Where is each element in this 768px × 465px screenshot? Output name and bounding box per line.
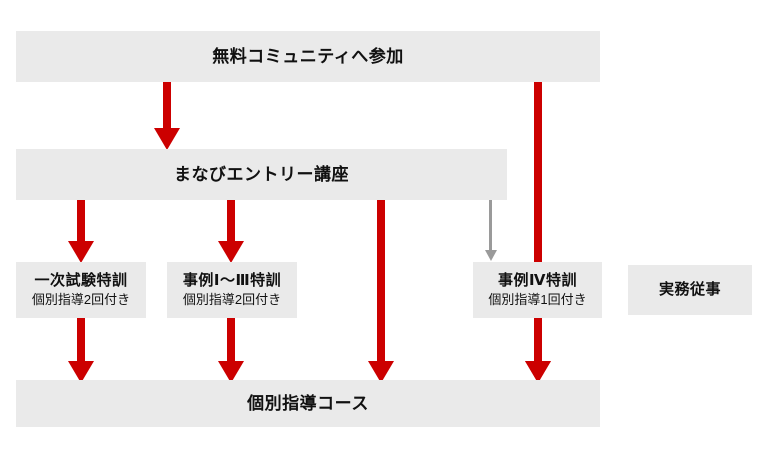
node-community[interactable]: 無料コミュニティへ参加 bbox=[16, 31, 600, 82]
node-community-title: 無料コミュニティへ参加 bbox=[212, 46, 404, 66]
node-practice-work-title: 実務従事 bbox=[658, 280, 721, 298]
node-cases-1-3-title: 事例Ⅰ～Ⅲ特訓 bbox=[182, 271, 282, 289]
node-primary-exam-subtitle: 個別指導2回付き bbox=[31, 292, 131, 308]
node-individual-course-title: 個別指導コース bbox=[247, 393, 369, 413]
node-case-4-subtitle: 個別指導1回付き bbox=[488, 292, 587, 308]
node-primary-exam[interactable]: 一次試験特訓 個別指導2回付き bbox=[16, 262, 146, 318]
node-individual-course[interactable]: 個別指導コース bbox=[16, 380, 600, 427]
arrow-entry-to-primary-exam bbox=[68, 200, 94, 263]
node-cases-1-3[interactable]: 事例Ⅰ～Ⅲ特訓 個別指導2回付き bbox=[167, 262, 297, 318]
arrow-community-to-entry bbox=[154, 82, 180, 150]
arrow-entry-to-cases-1-3 bbox=[218, 200, 244, 263]
node-cases-1-3-subtitle: 個別指導2回付き bbox=[182, 292, 282, 308]
node-primary-exam-title: 一次試験特訓 bbox=[34, 271, 128, 289]
node-entry-course-title: まなびエントリー講座 bbox=[174, 164, 349, 184]
arrow-entry-to-individual-course bbox=[368, 200, 394, 383]
arrow-case-4-to-individual-course bbox=[525, 318, 551, 383]
node-case-4-title: 事例Ⅳ特訓 bbox=[498, 271, 577, 289]
node-practice-work[interactable]: 実務従事 bbox=[628, 265, 752, 315]
arrow-cases-1-3-to-individual-course bbox=[218, 318, 244, 383]
arrow-primary-exam-to-individual-course bbox=[68, 318, 94, 383]
arrow-entry-to-case-4 bbox=[484, 200, 498, 261]
node-entry-course[interactable]: まなびエントリー講座 bbox=[16, 149, 507, 200]
node-case-4[interactable]: 事例Ⅳ特訓 個別指導1回付き bbox=[473, 262, 602, 318]
